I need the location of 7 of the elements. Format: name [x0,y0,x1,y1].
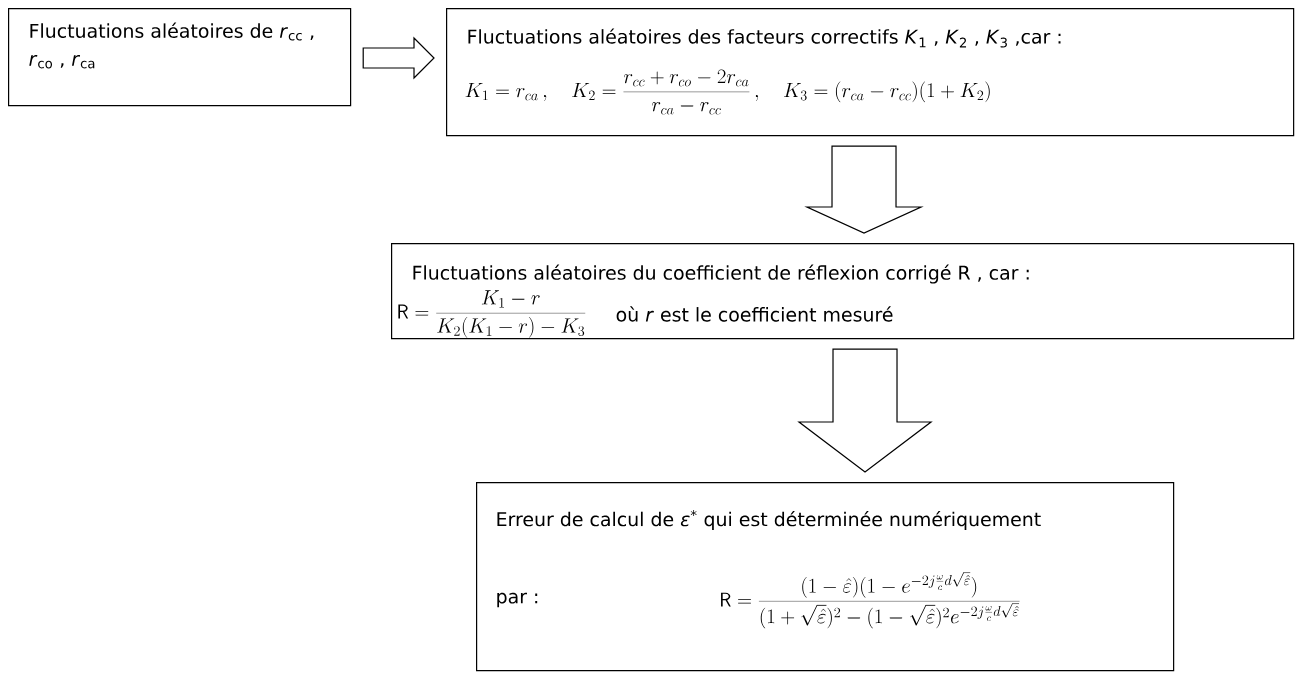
process-box: Fluctuations aléatoires de r$_{cc}$ , r$_{co}$ , r$_{ca}$ [8,8,352,107]
block-arrow [804,145,924,234]
process-box: Erreur de calcul de ε$^{*}$ qui est déterminée numériquement par : $\mathsf{R}=\frac{(1-\hat{\varepsilon})(1-e^{-2j\frac{\omega}{c}d\sqrt{\hat{\varepsilon}}})}{(1+\sqrt{\hat{\varepsilon}})^2-(1-\sqrt{\hat{\varepsilon}})^2e^{-2j\frac{\omega}{c}d\sqrt{\hat{\varepsilon}}}}$ [476,482,1175,672]
process-box: Fluctuations aléatoires des facteurs correctifs K$_{1}$ , K$_{2}$ , K$_{3}$ ,car : $K_1 = r_{ca}\,,\quad K_2=\frac{r_{cc}+r_{co}-2r_{ca}}{r_{ca}-r_{cc}}\,,\quad K_3=(r_{ca}-r_{cc})(1+K_2)$ [446,8,1295,137]
process-box: Fluctuations aléatoires du coefficient de réflexion corrigé R , car : $\mathsf{R}=\frac{K_1-r}{K_2(K_1-r)-K_3}$ où r est le coefficient mesuré [391,243,1295,340]
block-arrow [797,348,933,473]
block-arrow [362,36,435,80]
